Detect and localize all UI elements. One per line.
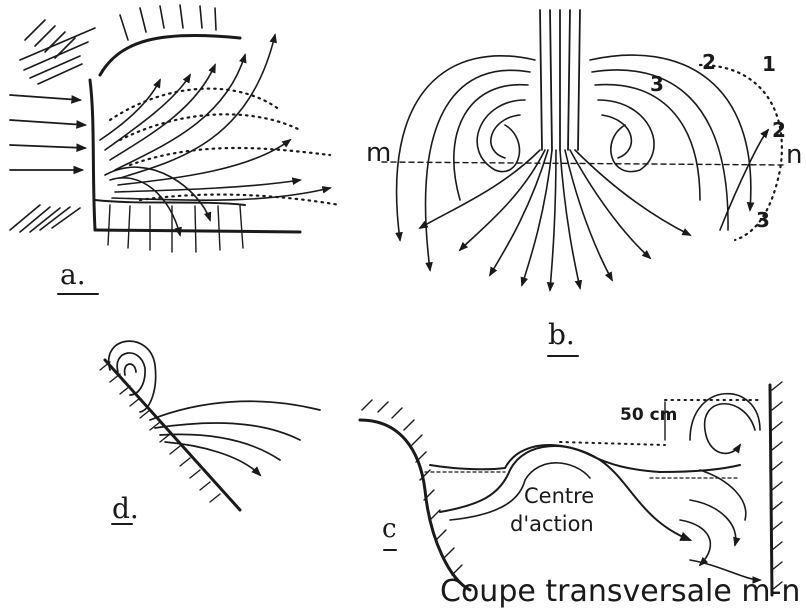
panel-b-label: b. [548,318,575,351]
panel-d-label: d. [112,492,139,525]
marker-right-1: 1 [762,52,776,76]
section-marker-n: n [786,140,802,170]
section-marker-m: m [366,138,391,168]
marker-right-3: 3 [756,208,770,232]
height-label: 50 cm [620,405,677,425]
panel-a-diagram [10,5,340,252]
centre-action-line1: Centre [524,484,594,508]
section-caption: Coupe transversale m-n [440,574,800,609]
centre-action-line2: d'action [510,512,594,536]
marker-right-2: 2 [772,118,786,142]
marker-top-2: 2 [702,50,716,74]
panel-b-diagram [382,10,785,290]
panel-a-label: a. [60,258,86,291]
panel-c-label: c [382,514,397,544]
marker-top-3: 3 [650,72,664,96]
panel-d-diagram [100,341,320,510]
